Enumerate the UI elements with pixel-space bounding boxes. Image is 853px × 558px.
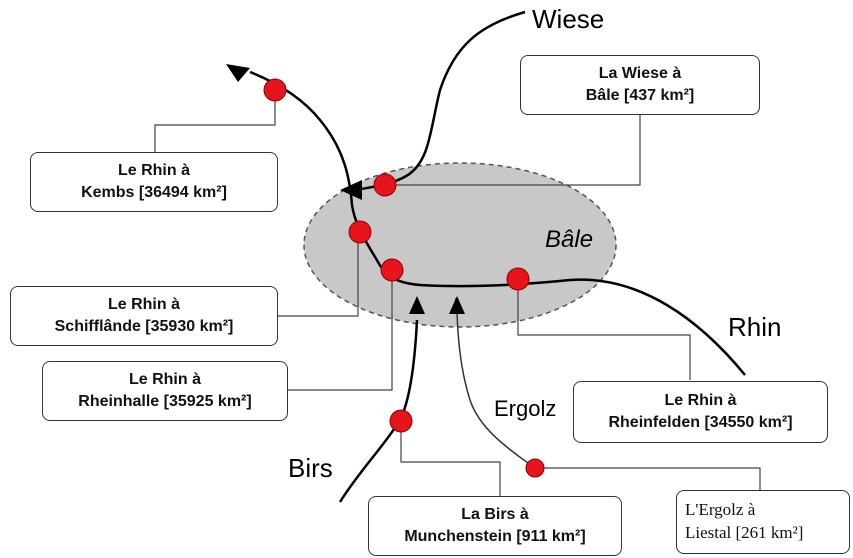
arrow-ergolz-in xyxy=(449,296,465,314)
station-box-line1: La Birs à xyxy=(461,506,529,524)
connector-liestal xyxy=(535,467,761,490)
station-box-liestal: L'Ergolz à Liestal [261 km²] xyxy=(676,490,850,554)
station-wiese-marker xyxy=(373,173,397,197)
river-ergolz xyxy=(456,311,536,469)
station-markers xyxy=(263,78,545,478)
connector-munchenstein xyxy=(400,420,501,497)
connector-wiese xyxy=(385,115,641,186)
station-box-line1: Le Rhin à xyxy=(664,392,737,410)
label-wiese: Wiese xyxy=(532,4,605,34)
connector-rheinhalle xyxy=(288,270,393,391)
station-box-rheinfelden: Le Rhin à Rheinfelden [34550 km²] xyxy=(573,381,828,443)
station-box-line1: La Wiese à xyxy=(598,65,682,83)
station-box-line2: Bâle [437 km²] xyxy=(585,87,695,104)
label-birs: Birs xyxy=(288,453,333,483)
station-box-wiese-bale: La Wiese à Bâle [437 km²] xyxy=(520,55,760,115)
station-box-line1: L'Ergolz à xyxy=(685,500,756,520)
arrow-wiese-in xyxy=(340,180,362,200)
station-box-line1: Le Rhin à xyxy=(117,162,190,180)
station-schifflande-marker xyxy=(348,220,372,244)
station-rheinfelden-marker xyxy=(506,267,530,291)
station-box-munchenstein: La Birs à Munchenstein [911 km²] xyxy=(368,496,622,556)
station-box-kembs: Le Rhin à Kembs [36494 km²] xyxy=(30,152,278,212)
flow-arrows xyxy=(226,64,465,314)
station-box-line2: Schifflânde [35930 km²] xyxy=(54,318,234,335)
station-box-line1: Le Rhin à xyxy=(107,296,180,314)
bale-region xyxy=(303,162,617,328)
connector-rheinfelden xyxy=(517,280,691,380)
connector-kembs xyxy=(154,90,276,152)
label-ergolz: Ergolz xyxy=(494,396,557,421)
station-box-line2: Rheinhalle [35925 km²] xyxy=(78,393,252,410)
station-box-line2: Kembs [36494 km²] xyxy=(81,184,227,201)
label-rhin: Rhin xyxy=(728,312,782,342)
station-munchenstein-marker xyxy=(389,409,413,433)
station-box-line2: Munchenstein [911 km²] xyxy=(404,528,586,545)
station-box-line2: Liestal [261 km²] xyxy=(685,523,804,542)
arrow-rhin-out xyxy=(226,64,250,82)
station-box-schifflande: Le Rhin à Schifflânde [35930 km²] xyxy=(10,286,278,346)
station-box-rheinhalle: Le Rhin à Rheinhalle [35925 km²] xyxy=(42,361,288,421)
station-box-line1: Le Rhin à xyxy=(128,371,201,389)
label-bale: Bâle xyxy=(545,226,594,253)
arrow-birs-in xyxy=(409,296,425,314)
station-kembs-marker xyxy=(263,78,287,102)
station-rheinhalle-marker xyxy=(380,258,404,282)
station-box-line2: Rheinfelden [34550 km²] xyxy=(608,414,793,431)
connector-schifflande xyxy=(278,232,359,317)
station-liestal-marker xyxy=(525,458,545,478)
connector-lines xyxy=(154,90,761,497)
